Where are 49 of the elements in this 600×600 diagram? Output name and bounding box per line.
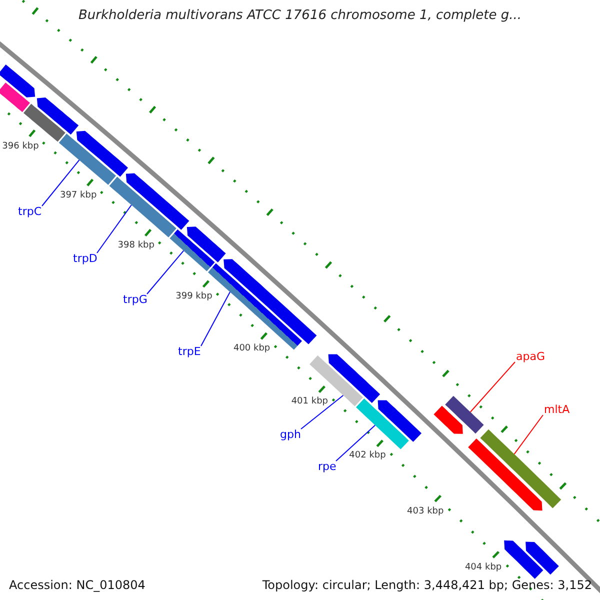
tick-label: 404 kbp [464, 562, 502, 574]
gene-block [36, 98, 79, 135]
tick-label: 401 kbp [291, 396, 328, 408]
gene-bar [58, 134, 116, 185]
leader-line [96, 204, 132, 254]
gene-label: apaG [516, 350, 545, 363]
info-text: Accession: NC_010804 [9, 578, 146, 592]
gene-block [434, 406, 463, 434]
gene-label: rpe [318, 460, 336, 473]
gene-label: trpC [18, 205, 42, 218]
leader-line [300, 394, 344, 430]
gene-block [224, 259, 317, 344]
gene-block [526, 542, 559, 575]
leader-line [146, 250, 184, 294]
gene-bar [0, 82, 30, 112]
info-text: Topology: circular; Length: 3,448,421 bp; Genes: 3,152 [262, 578, 592, 592]
gene-label: gph [280, 428, 301, 441]
gene-bar [356, 398, 409, 450]
gene-block [378, 400, 422, 442]
gene-label: trpD [73, 252, 98, 265]
tick-label: 403 kbp [407, 506, 444, 518]
leader-line [470, 362, 516, 412]
leader-line [200, 292, 230, 346]
leader-line [336, 424, 376, 462]
gene-block [468, 438, 542, 511]
gene-block [0, 64, 36, 98]
gene-label: mltA [544, 403, 570, 416]
gene-bar [109, 176, 176, 238]
tick-label: 396 kbp [2, 142, 39, 153]
gene-bar [480, 429, 562, 508]
tick-label: 398 kbp [118, 240, 154, 252]
gene-bar [170, 229, 215, 272]
gene-label: trpE [178, 345, 201, 358]
gene-bar [310, 355, 363, 406]
gene-block [126, 173, 190, 230]
gene-bar [24, 104, 66, 142]
gene-block [76, 130, 128, 177]
leader-line [42, 160, 80, 206]
title: Burkholderia multivorans ATCC 17616 chromosome 1, complete g... [78, 8, 522, 23]
tick-label: 397 kbp [60, 190, 97, 202]
gene-bar [445, 396, 484, 434]
gene-block [328, 354, 380, 403]
tick-label: 399 kbp [176, 292, 212, 303]
gene-block [504, 540, 544, 579]
tick-label: 400 kbp [233, 344, 270, 355]
tick-label: 402 kbp [349, 450, 386, 462]
gene-block [186, 226, 226, 262]
leader-line [514, 414, 544, 455]
gene-label: trpG [123, 293, 148, 306]
